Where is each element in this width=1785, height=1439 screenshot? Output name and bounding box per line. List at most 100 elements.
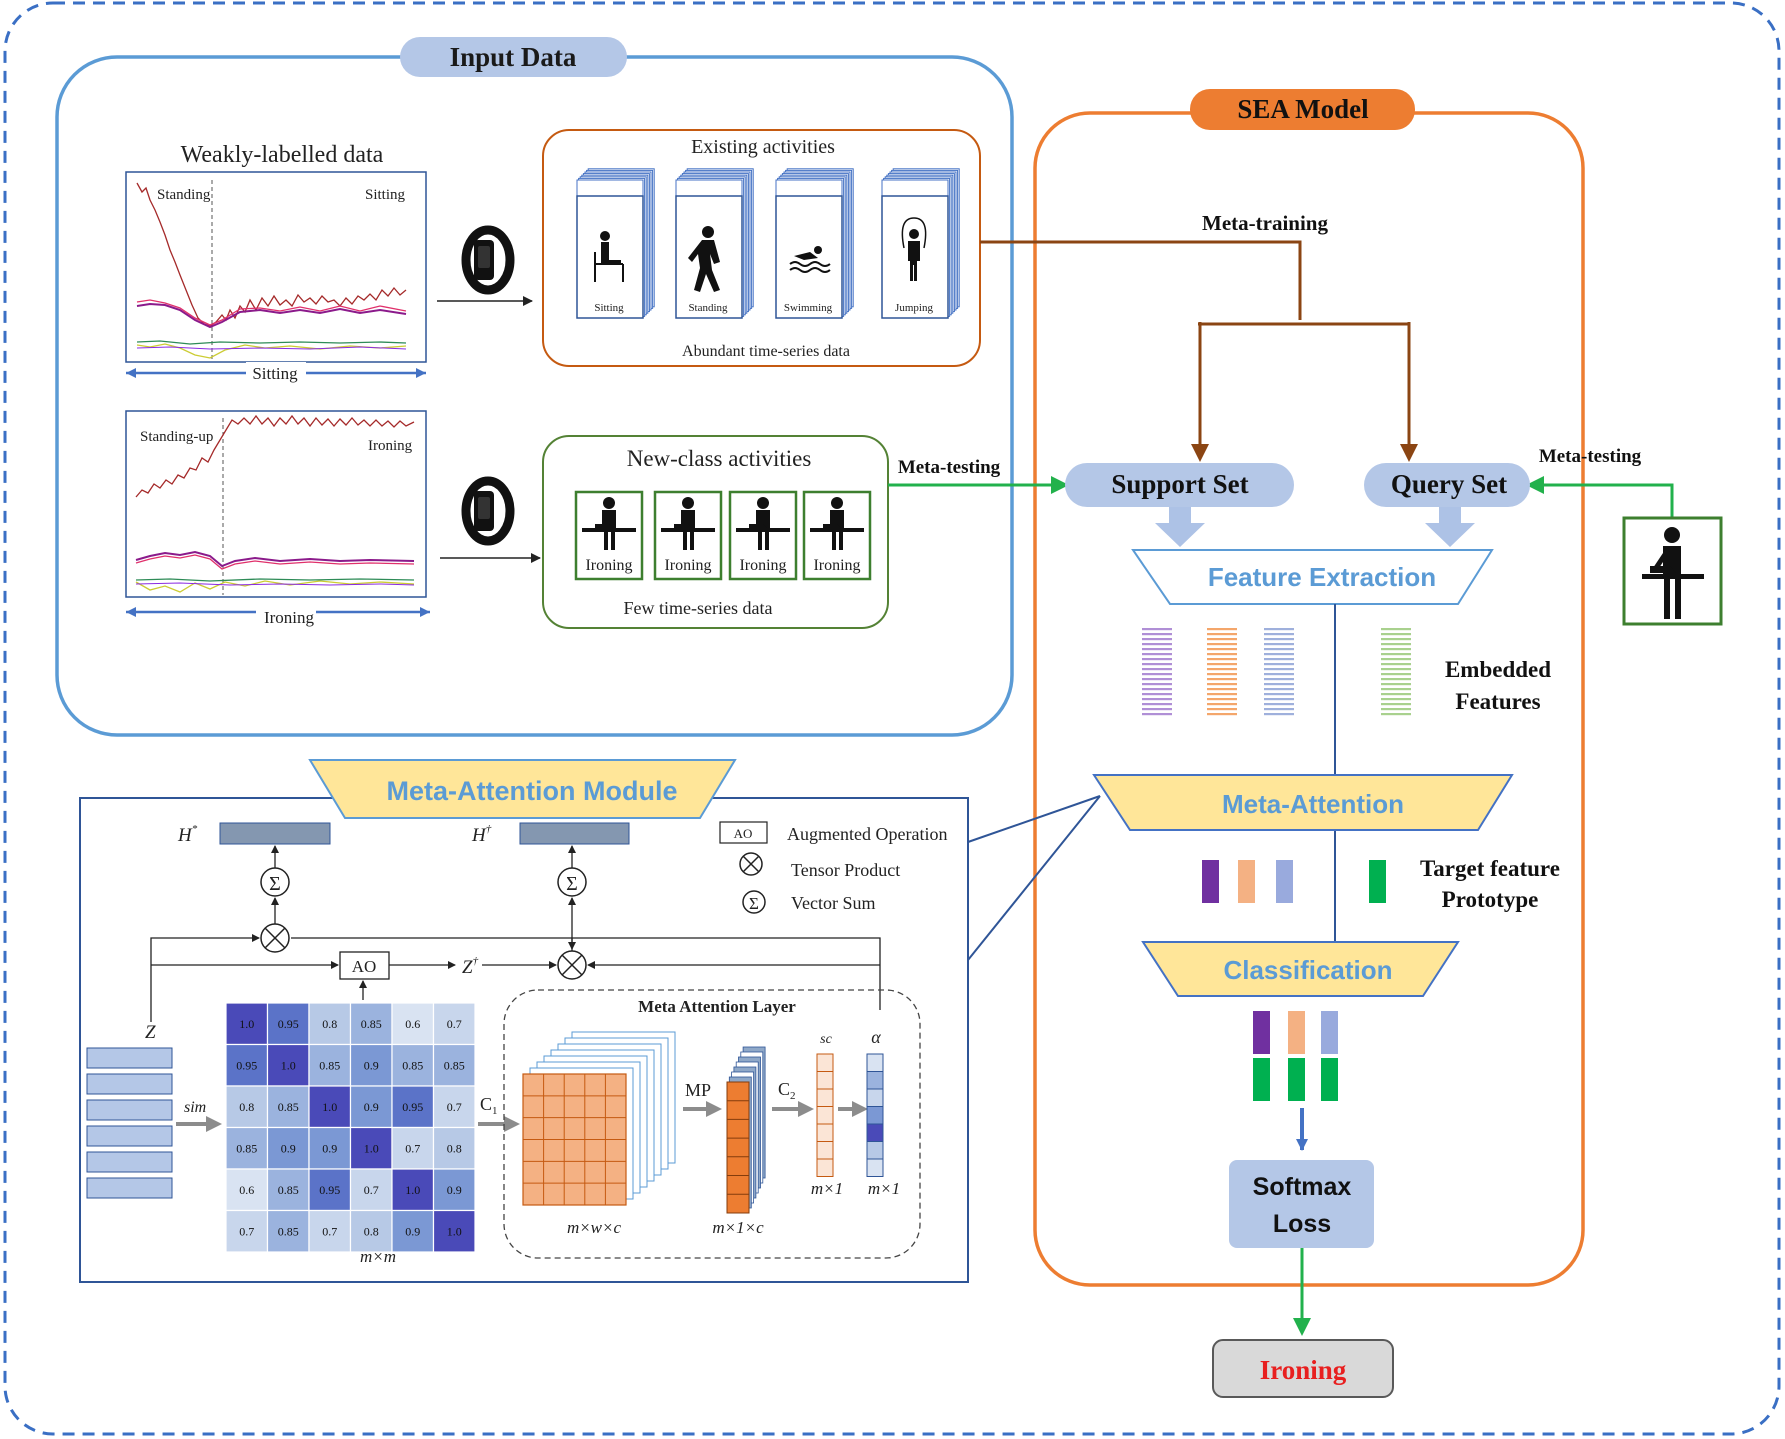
svg-text:0.95: 0.95 <box>319 1183 340 1197</box>
svg-text:0.85: 0.85 <box>319 1058 340 1072</box>
svg-text:0.9: 0.9 <box>364 1058 379 1072</box>
svg-text:1.0: 1.0 <box>322 1100 337 1114</box>
svg-text:0.85: 0.85 <box>444 1058 465 1072</box>
feature-extraction-block <box>1131 549 1494 605</box>
sea-model-title-pill <box>1190 89 1415 130</box>
activity-cube-3: Swimming <box>775 168 854 319</box>
support-set-label: Support Set <box>1111 469 1248 499</box>
new-class-caption: Few time-series data <box>624 598 773 618</box>
wristband-icon-1 <box>461 225 515 295</box>
legend-augmented: Augmented Operation <box>787 824 947 844</box>
chart1-span-label: Sitting <box>252 364 298 383</box>
svg-text:0.7: 0.7 <box>322 1224 337 1238</box>
matrix-cell: 0.85 <box>266 1168 310 1212</box>
matrix-cell: 1.0 <box>308 1085 352 1129</box>
chart2-span-label: Ironing <box>264 608 315 627</box>
svg-text:1.0: 1.0 <box>364 1141 379 1155</box>
sc-vector <box>816 1053 834 1177</box>
embedded-features-line1: Embedded <box>1445 657 1551 682</box>
ironing-card-2: Ironing <box>653 490 723 581</box>
svg-text:0.9: 0.9 <box>281 1141 296 1155</box>
z-dagger-label: Z† <box>462 955 479 978</box>
meta-attention-module-panel: Meta-Attention Module <box>79 759 969 1283</box>
meta-attention-label: Meta-Attention <box>1222 789 1404 819</box>
meta-testing-right-label: Meta-testing <box>1539 446 1642 467</box>
svg-text:1.0: 1.0 <box>239 1017 254 1031</box>
activity-cube-2: Standing <box>675 168 754 319</box>
wristband-icon-2 <box>461 476 515 546</box>
class-output-bars <box>1253 1011 1338 1101</box>
matrix-cell: 0.85 <box>266 1209 310 1253</box>
ironing-card-label-4: Ironing <box>813 557 860 574</box>
svg-text:0.7: 0.7 <box>405 1141 420 1155</box>
svg-text:0.7: 0.7 <box>447 1100 462 1114</box>
matrix-cell: 1.0 <box>225 1002 269 1046</box>
max-pool-output <box>726 1046 766 1214</box>
svg-text:0.85: 0.85 <box>402 1058 423 1072</box>
meta-attention-block <box>1092 774 1514 831</box>
matrix-cell: 0.95 <box>308 1168 352 1212</box>
activity-cube-4: Jumping <box>881 168 960 319</box>
matrix-cell: 0.7 <box>432 1085 476 1129</box>
matrix-cell: 0.8 <box>432 1126 476 1170</box>
embedded-features-stripes <box>1142 628 1411 716</box>
matrix-cell: 0.7 <box>225 1209 269 1253</box>
meta-attention-layer-title: Meta Attention Layer <box>638 997 796 1016</box>
matrix-cell: 0.6 <box>225 1168 269 1212</box>
matrix-cell: 0.95 <box>391 1085 435 1129</box>
c1-label: C1 <box>480 1094 498 1117</box>
chart1-label-standing: Standing <box>157 187 211 203</box>
meta-training-connector <box>980 240 1418 462</box>
svg-text:1.0: 1.0 <box>405 1183 420 1197</box>
alpha-label: α <box>871 1027 881 1047</box>
ironing-card-3: Ironing <box>728 490 798 581</box>
matrix-cell: 0.9 <box>349 1085 393 1129</box>
mp-label: MP <box>685 1080 711 1100</box>
input-data-panel: Input Data Weakly-labelled data Standing… <box>55 37 1014 737</box>
matrix-cell: 1.0 <box>266 1043 310 1087</box>
output-label: Ironing <box>1260 1355 1347 1385</box>
input-data-title: Input Data <box>450 42 577 72</box>
matrix-cell: 0.9 <box>266 1126 310 1170</box>
matrix-cell: 0.8 <box>225 1085 269 1129</box>
matrix-cell: 0.7 <box>308 1209 352 1253</box>
z-row-4 <box>86 1125 173 1147</box>
matrix-cell: 0.9 <box>391 1209 435 1253</box>
activity-label-4: Jumping <box>895 302 933 314</box>
prototype-bar-blue <box>1276 860 1293 903</box>
existing-activities-title: Existing activities <box>691 136 835 158</box>
chart1-label-sitting: Sitting <box>365 187 406 203</box>
svg-text:Σ: Σ <box>269 873 281 895</box>
ironing-card-label-2: Ironing <box>664 557 711 574</box>
sim-label: sim <box>184 1099 206 1116</box>
svg-text:0.85: 0.85 <box>236 1141 257 1155</box>
output-box <box>1212 1339 1394 1398</box>
matrix-cell: 1.0 <box>391 1168 435 1212</box>
weakly-labelled-title: Weakly-labelled data <box>181 142 384 168</box>
existing-activities-caption: Abundant time-series data <box>682 343 850 360</box>
svg-text:0.8: 0.8 <box>239 1100 254 1114</box>
sea-model-title: SEA Model <box>1237 94 1369 124</box>
support-set-pill <box>1065 463 1294 507</box>
svg-text:0.7: 0.7 <box>239 1224 254 1238</box>
sc-label: sc <box>820 1032 832 1047</box>
chart2-label-ironing: Ironing <box>368 438 413 454</box>
svg-text:0.8: 0.8 <box>322 1017 337 1031</box>
softmax-line1: Softmax <box>1253 1173 1352 1201</box>
matrix-cell: 0.8 <box>349 1209 393 1253</box>
z-row-2 <box>86 1073 173 1095</box>
svg-text:0.95: 0.95 <box>278 1017 299 1031</box>
m1a-label: m×1 <box>811 1179 843 1198</box>
h-star-bar <box>219 822 331 845</box>
sum-node-left: Σ <box>260 867 290 897</box>
matrix-cell: 0.9 <box>349 1043 393 1087</box>
matrix-cell: 0.9 <box>308 1126 352 1170</box>
svg-text:0.9: 0.9 <box>364 1100 379 1114</box>
h-star-label: H* <box>177 823 198 846</box>
z-row-3 <box>86 1099 173 1121</box>
input-data-title-pill <box>400 37 627 77</box>
module-legend: AO Augmented Operation Tensor Product Σ … <box>719 821 947 914</box>
svg-text:0.9: 0.9 <box>405 1224 420 1238</box>
matrix-cell: 1.0 <box>432 1209 476 1253</box>
